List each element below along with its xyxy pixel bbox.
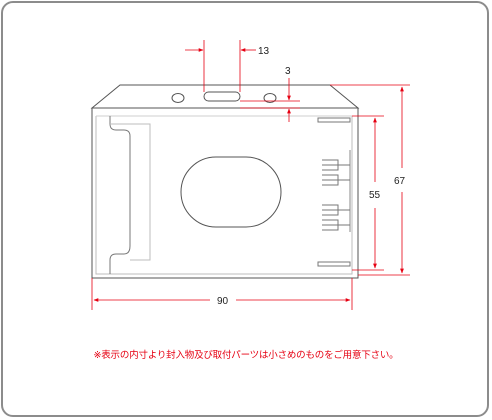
left-hole	[171, 93, 185, 103]
right-clips	[317, 117, 351, 267]
thumb-window	[180, 156, 282, 228]
dim-width: 90	[217, 296, 229, 307]
dimension-lines	[91, 40, 410, 310]
left-tab	[109, 116, 131, 274]
dim-slot-offset: 3	[285, 66, 291, 77]
dim-total-height: 67	[394, 176, 406, 187]
dim-window-height: 55	[369, 190, 381, 201]
dim-slot-width: 13	[258, 46, 270, 57]
strap-slot	[203, 91, 241, 102]
inner-sleeve	[95, 116, 353, 275]
note-text: ※表示の内寸より封入物及び取付パーツは小さめのものをご用意下さい。	[93, 350, 399, 361]
card-holder-outline	[90, 84, 360, 279]
right-hole	[263, 93, 277, 103]
